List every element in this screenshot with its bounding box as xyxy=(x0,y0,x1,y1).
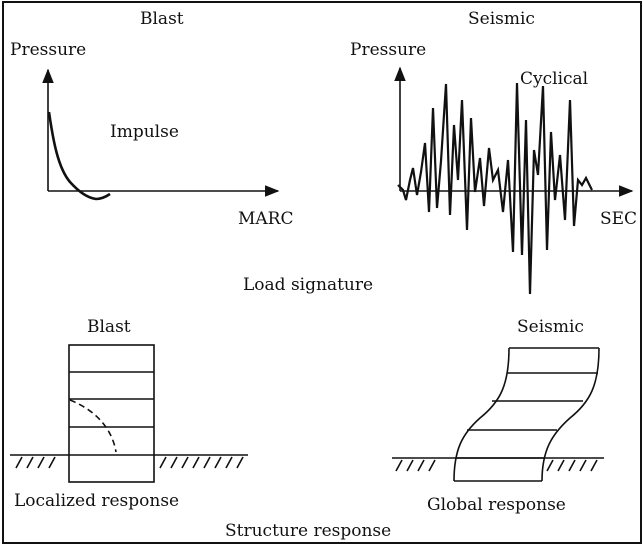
seismic-ground-hatching xyxy=(395,459,598,472)
seismic-cyclical-wave xyxy=(397,82,593,295)
blast-signature-panel: Blast Pressure Impulse MARC xyxy=(10,9,294,229)
seismic-structure-title: Seismic xyxy=(517,317,584,337)
blast-ground-hatching xyxy=(15,456,244,469)
load-signature-caption: Load signature xyxy=(243,275,373,295)
seismic-x-axis-label: SEC xyxy=(600,209,637,229)
seismic-deformed-building xyxy=(453,347,600,482)
blast-building xyxy=(68,344,155,483)
seismic-signature-panel: Seismic Pressure Cyclical SEC xyxy=(350,9,637,295)
seismic-signature-title: Seismic xyxy=(468,9,535,29)
impulse-curve xyxy=(47,111,111,201)
structure-response-caption: Structure response xyxy=(225,521,391,541)
global-response-caption: Global response xyxy=(427,495,566,515)
seismic-structure-panel: Seismic Global response xyxy=(392,317,604,515)
cyclical-label: Cyclical xyxy=(520,69,588,89)
blast-x-axis-label: MARC xyxy=(238,209,294,229)
blast-y-axis-label: Pressure xyxy=(10,40,86,60)
impulse-label: Impulse xyxy=(110,122,179,142)
blast-structure-panel: Blast Localized response xyxy=(10,317,248,511)
localized-response-caption: Localized response xyxy=(14,491,179,511)
blast-signature-title: Blast xyxy=(140,9,184,29)
seismic-y-axis-label: Pressure xyxy=(350,40,426,60)
blast-structure-title: Blast xyxy=(87,317,131,337)
blast-damage-dashed-line xyxy=(69,399,117,453)
